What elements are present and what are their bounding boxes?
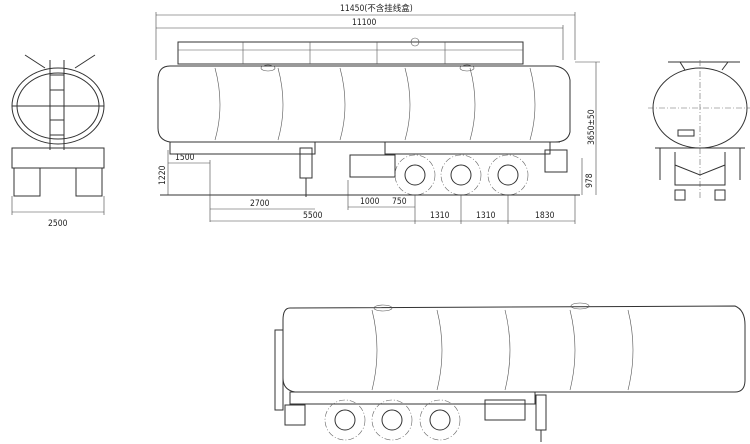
front-overhang-label: 1500 (175, 153, 195, 163)
axle-spacing-1-label: 1310 (430, 211, 450, 221)
frame-height-label: 978 (585, 173, 595, 188)
box-to-axle-label: 750 (392, 197, 407, 207)
wheels-side (394, 154, 529, 196)
front-view: 2500 (11, 54, 105, 229)
tank-length-label: 11100 (352, 18, 376, 28)
kingpin-height-label: 1220 (158, 165, 168, 185)
tank-length-dimension: 11100 (156, 18, 564, 60)
rear-overhang-label: 1830 (535, 211, 555, 221)
wheels-lower (324, 399, 461, 441)
height-label: 3650±50 (587, 109, 597, 145)
overall-length-label: 11450(不含挂线盒) (340, 3, 413, 14)
axle-spacing-2-label: 1310 (476, 211, 496, 221)
landing-gear-dim-label: 2700 (250, 199, 270, 209)
first-axle-dim-label: 5500 (303, 211, 323, 221)
width-label: 2500 (48, 219, 68, 229)
bottom-dimensions: 1500 1220 2700 5500 1000 750 1310 1310 1… (158, 61, 600, 224)
side-view-lower (274, 302, 746, 442)
side-view (157, 37, 580, 197)
overall-length-dimension: 11450(不含挂线盒) (155, 3, 576, 60)
box-length-label: 1000 (360, 197, 380, 207)
rear-view (648, 60, 750, 201)
